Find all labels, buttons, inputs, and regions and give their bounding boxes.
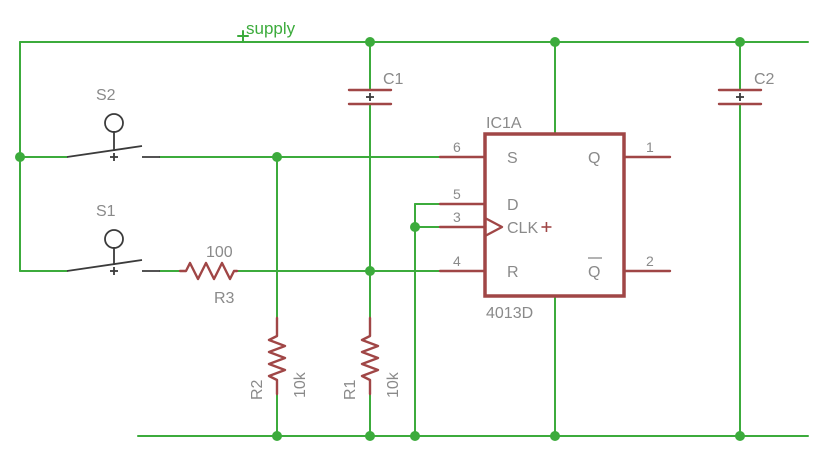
junction-dot (272, 152, 282, 162)
capacitor-c1-label: C1 (383, 71, 404, 88)
ic-pin-q-label: Q (588, 150, 600, 167)
ic-pin-clk-label: CLK (507, 220, 538, 237)
resistor-r3-label: R3 (214, 290, 235, 307)
ic-pin-number-1: 1 (646, 139, 654, 155)
wires (19, 30, 809, 437)
switch-s1-label: S1 (96, 203, 116, 220)
junction-dot (410, 431, 420, 441)
ic-pin-number-4: 4 (453, 253, 461, 269)
ic-pin-s-label: S (507, 150, 518, 167)
ic-pin-number-2: 2 (646, 253, 654, 269)
ic-flip-flop[interactable]: IC1A 4013D S D CLK R Q Q 6 5 3 4 1 2 (438, 115, 672, 322)
resistor-r2[interactable]: R2 10k (249, 316, 309, 400)
capacitor-c2-label: C2 (754, 71, 775, 88)
switch-s1-lever (66, 259, 143, 272)
ic-pin-d-label: D (507, 197, 519, 214)
resistor-r3-zigzag (178, 261, 239, 281)
ic-pin-number-6: 6 (453, 139, 461, 155)
junction-dot (272, 431, 282, 441)
junction-dot (365, 266, 375, 276)
resistor-r1[interactable]: R1 10k (342, 316, 402, 400)
resistor-r2-label: R2 (249, 379, 266, 400)
junction-dot (550, 37, 560, 47)
supply-net-label: supply (246, 19, 296, 38)
switch-s1[interactable]: S1 (66, 203, 160, 275)
ic-pin-r-label: R (507, 264, 519, 281)
junction-dot (365, 431, 375, 441)
resistor-r2-zigzag (267, 316, 287, 396)
junction-dot (410, 222, 420, 232)
switch-s2-label: S2 (96, 87, 116, 104)
resistor-r3-value: 100 (206, 244, 233, 261)
switch-s2-button-icon (104, 113, 124, 133)
switch-s2-lever (66, 145, 143, 158)
ic-pin-number-5: 5 (453, 186, 461, 202)
resistor-r1-zigzag (360, 316, 380, 396)
resistor-r3[interactable]: 100 R3 (178, 244, 239, 307)
junction-dot (735, 37, 745, 47)
switch-s2[interactable]: S2 (66, 87, 160, 161)
capacitor-c2[interactable]: C2 (717, 71, 775, 106)
junction-dot (735, 431, 745, 441)
clock-triangle-icon (483, 216, 504, 238)
junction-dot (550, 431, 560, 441)
capacitor-c1[interactable]: C1 (347, 71, 404, 106)
resistor-r1-value: 10k (385, 371, 402, 398)
ic-pin-qbar-label: Q (588, 264, 600, 281)
junction-dot (15, 152, 25, 162)
ic-body (483, 132, 626, 298)
ic-pin-number-3: 3 (453, 209, 461, 225)
ic-part-label: 4013D (486, 305, 533, 322)
resistor-r2-value: 10k (292, 371, 309, 398)
ic-name-label: IC1A (486, 115, 522, 132)
junction-dot (365, 37, 375, 47)
switch-s1-button-icon (104, 229, 124, 249)
junctions (15, 37, 745, 441)
resistor-r1-label: R1 (342, 379, 359, 400)
